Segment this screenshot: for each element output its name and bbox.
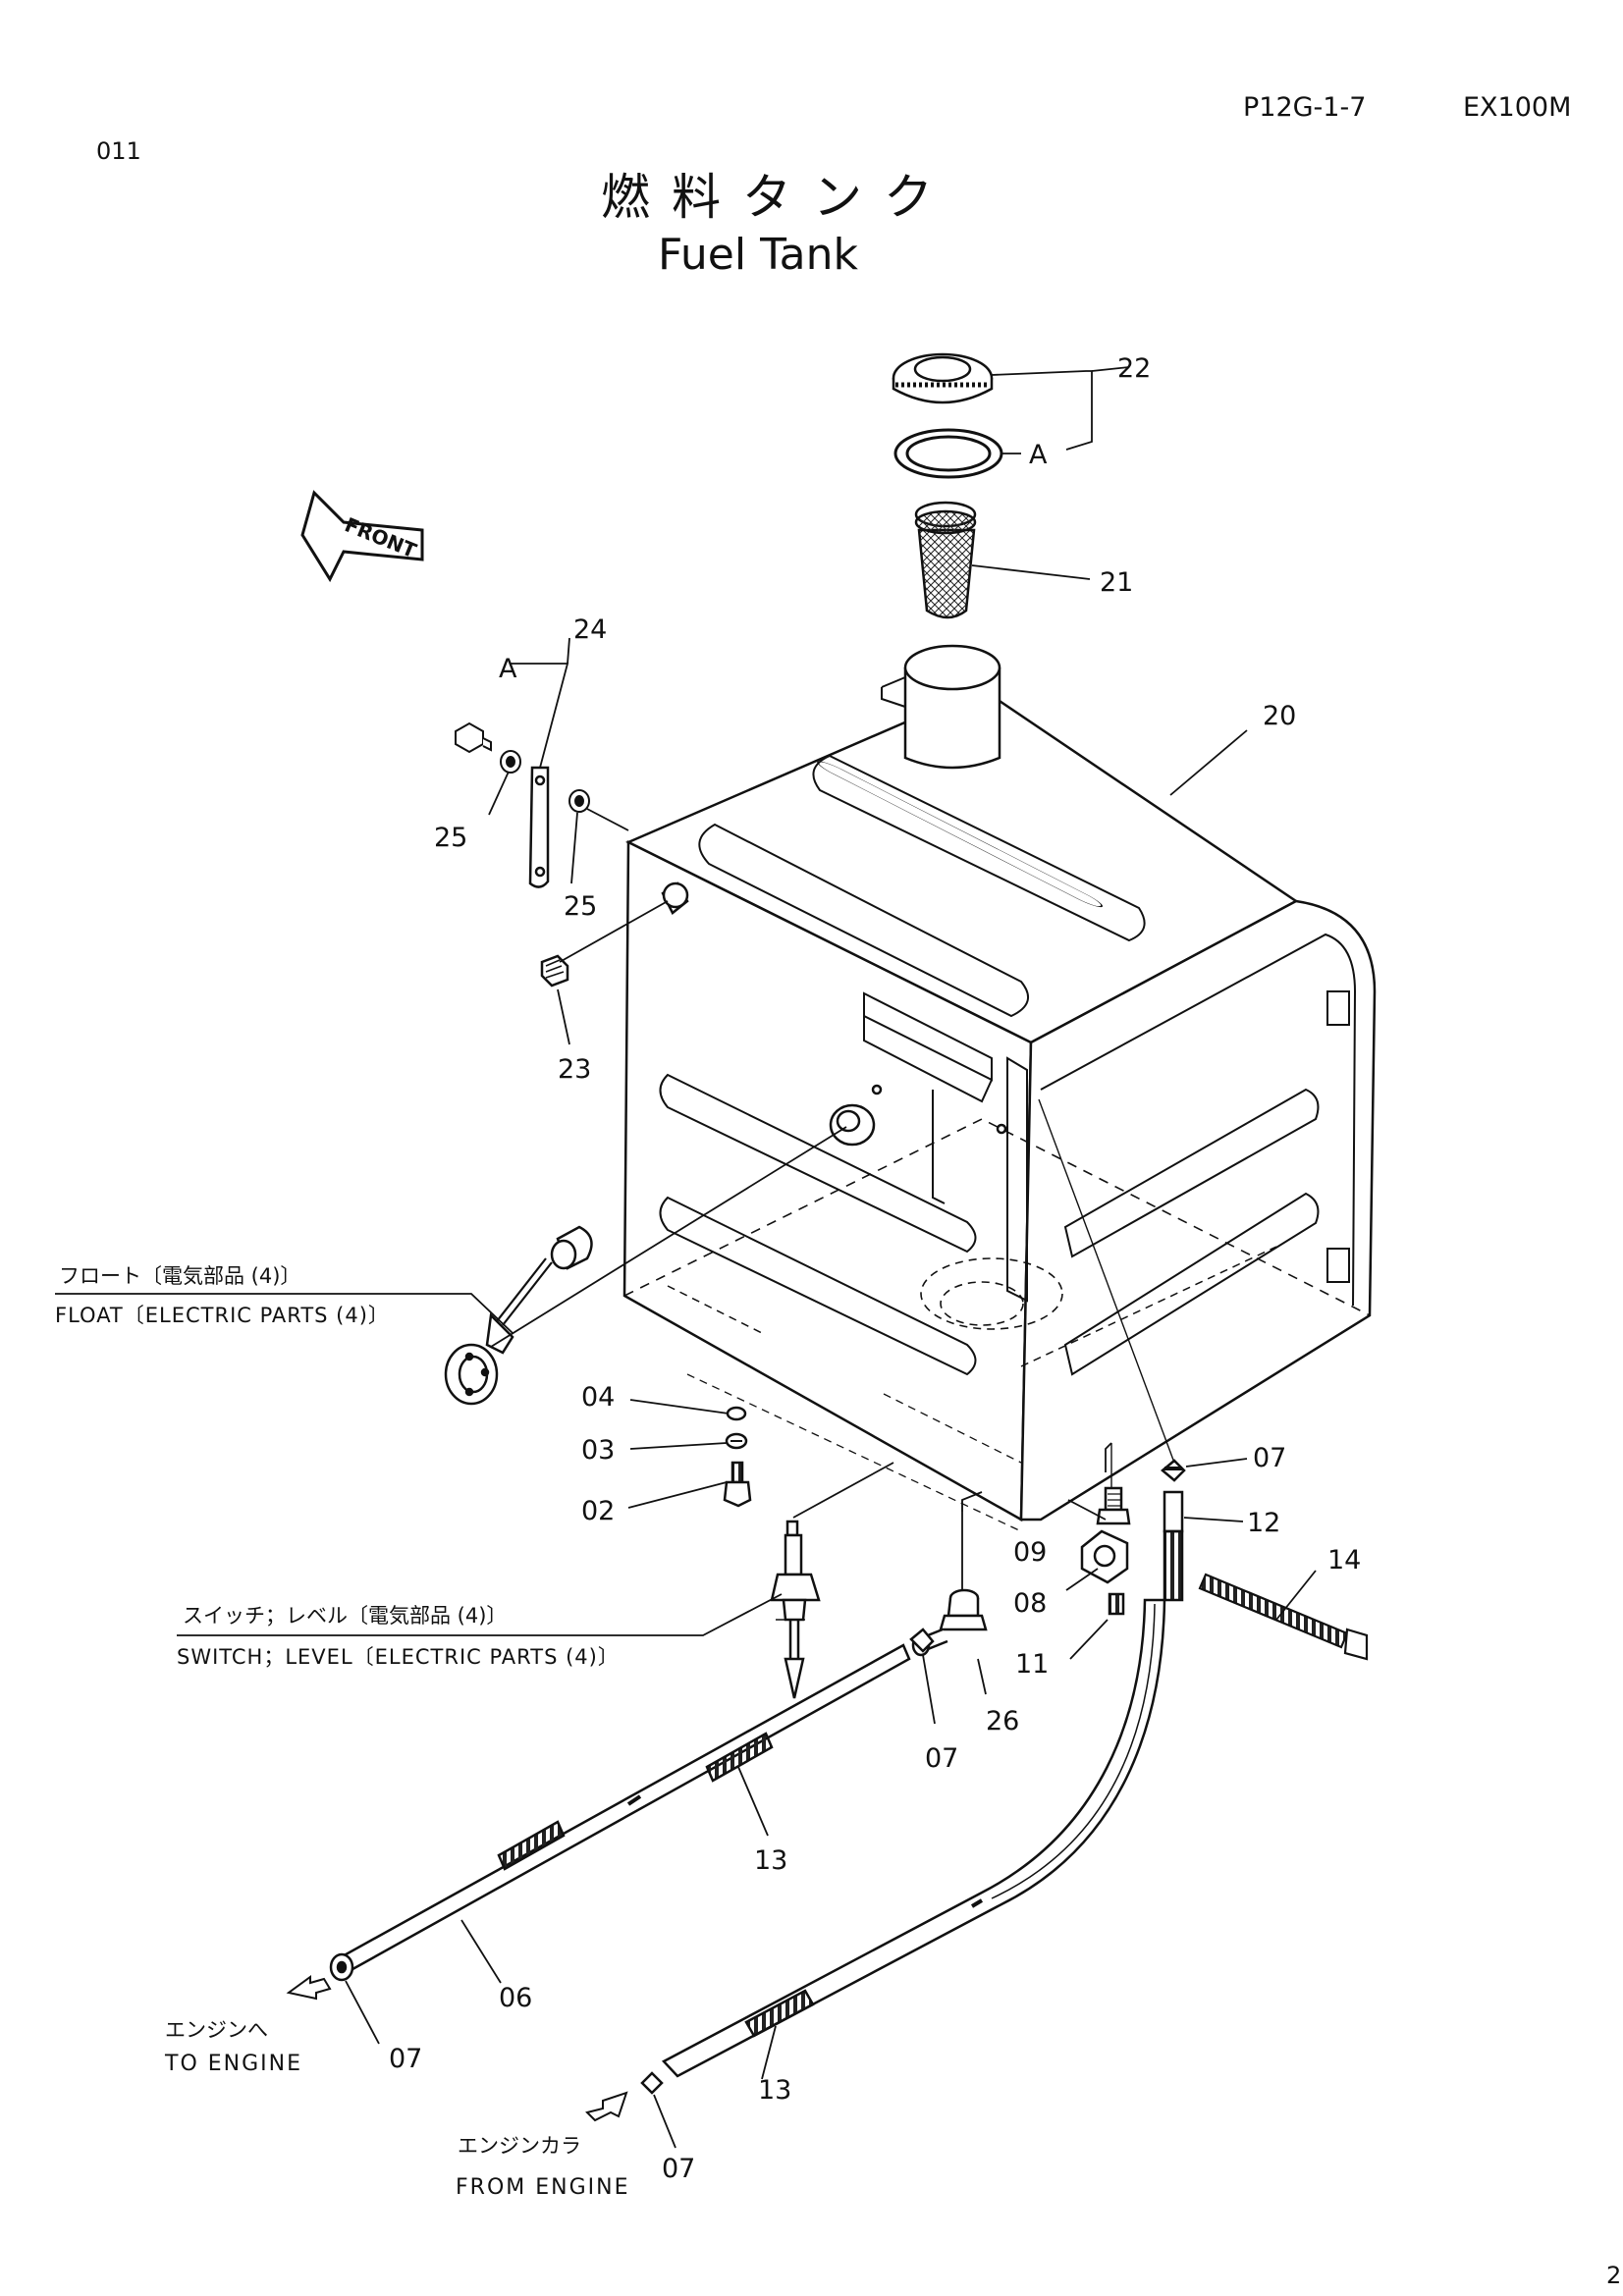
callout-20: 20 (1263, 701, 1296, 731)
callout-25-left: 25 (434, 823, 467, 853)
callout-07-mid: 07 (925, 1743, 958, 1774)
front-arrow-icon: FRONT (300, 490, 424, 583)
to-engine-arrow-icon (286, 1975, 332, 2001)
leader-lines (55, 366, 1317, 2149)
callout-02: 02 (581, 1496, 615, 1526)
float-note-en: FLOAT〔ELECTRIC PARTS (4)〕 (55, 1304, 390, 1327)
callout-A-cap: A (1029, 440, 1048, 470)
return-pipe-12 (1163, 1490, 1184, 1602)
callout-26: 26 (986, 1706, 1019, 1736)
strainer (914, 501, 977, 619)
from-engine-note-jp: エンジンカラ (458, 2134, 581, 2158)
callout-24: 24 (573, 614, 607, 645)
gasket-ring (893, 428, 1003, 479)
callout-03: 03 (581, 1435, 615, 1466)
clamp-08 (1080, 1529, 1129, 1584)
callout-A-strap: A (499, 654, 517, 684)
callout-08: 08 (1013, 1588, 1047, 1619)
model-number: EX100M (1463, 92, 1572, 123)
to-engine-note-jp: エンジンへ (165, 2018, 268, 2042)
float-note-jp: フロート〔電気部品 (4)〕 (59, 1264, 301, 1288)
washer-25a (500, 750, 521, 774)
switch-note-jp: スイッチ；レベル〔電気部品 (4)〕 (183, 1604, 508, 1628)
callout-13-upper: 13 (754, 1845, 787, 1876)
callout-13-lower: 13 (758, 2075, 791, 2106)
title-japanese: 燃料タンク (601, 169, 954, 226)
from-engine-note-en: FROM ENGINE (456, 2175, 630, 2200)
callout-23: 23 (558, 1054, 591, 1085)
callout-22: 22 (1117, 353, 1151, 384)
callout-09: 09 (1013, 1537, 1047, 1568)
float-assembly (444, 1225, 593, 1406)
fitting-09 (1096, 1486, 1131, 1525)
callout-04: 04 (581, 1382, 615, 1413)
drain-plug-02 (723, 1461, 752, 1508)
supply-hose (337, 1643, 911, 1975)
fuel-tank-body (622, 687, 1377, 1532)
level-switch-assembly (770, 1520, 821, 1699)
callout-07-left: 07 (389, 2044, 422, 2074)
return-hose (661, 1598, 1166, 2078)
callout-07-bottom: 07 (662, 2154, 695, 2184)
fuel-cap (892, 352, 994, 404)
switch-note-en: SWITCH；LEVEL〔ELECTRIC PARTS (4)〕 (177, 1645, 620, 1669)
nut-07-mid (909, 1628, 935, 1653)
sheet-number: 011 (96, 137, 141, 165)
washer-04 (726, 1406, 747, 1421)
from-engine-arrow-icon (585, 2091, 628, 2122)
corner-mark: 2 (1606, 2262, 1622, 2289)
callout-25-right: 25 (564, 891, 597, 922)
strap-bracket (528, 766, 550, 888)
callout-14: 14 (1327, 1545, 1361, 1575)
to-engine-note-en: TO ENGINE (165, 2052, 302, 2076)
band-14 (1198, 1573, 1369, 1661)
callout-07-top: 07 (1253, 1443, 1286, 1473)
nut-07-left (329, 1952, 354, 1982)
filler-neck (881, 644, 1001, 770)
bolt-small (455, 721, 492, 754)
title-english: Fuel Tank (658, 230, 858, 280)
nut-07-bottom (640, 2071, 664, 2095)
gauge-boss (829, 1103, 876, 1147)
washer-03 (725, 1432, 748, 1450)
callout-11: 11 (1015, 1649, 1049, 1680)
callout-06: 06 (499, 1983, 532, 2013)
page-code: P12G-1-7 (1243, 92, 1367, 123)
plug-23 (540, 954, 569, 988)
washer-25b (568, 789, 590, 813)
callout-numbers: 22 A 21 24 A 20 25 25 23 04 03 02 07 12 … (389, 353, 1361, 2184)
drain-boss (661, 881, 689, 915)
nut-07-top (1161, 1459, 1186, 1482)
callout-21: 21 (1100, 567, 1133, 598)
callout-12: 12 (1247, 1508, 1280, 1538)
screw-11 (1108, 1592, 1125, 1616)
